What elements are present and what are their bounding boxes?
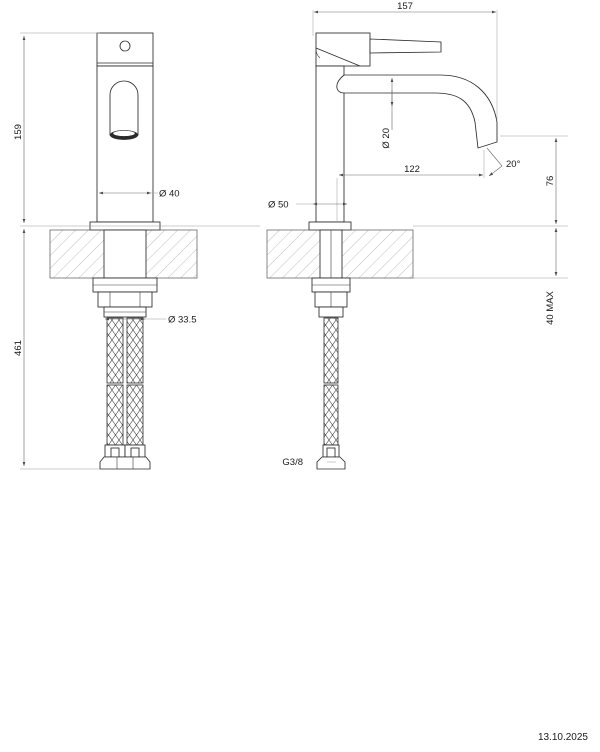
side-view-handle — [315, 32, 442, 67]
side-view-hose — [316, 317, 346, 470]
side-view-group: 157 Ø 20 122 20° — [266, 1, 568, 470]
dim-label-d20: Ø 20 — [381, 128, 392, 149]
dim-label-461: 461 — [13, 340, 24, 356]
dim-label-159: 159 — [13, 124, 24, 140]
dim-20deg: 20° — [486, 147, 521, 177]
dim-157: 157 — [312, 1, 498, 120]
side-view-countertop — [266, 229, 414, 279]
front-view-cap — [96, 32, 154, 67]
date-stamp: 13.10.2025 — [538, 732, 588, 743]
dim-122: 122 — [336, 150, 485, 222]
front-view-mounting-hardware — [92, 277, 158, 318]
dim-label-20deg: 20° — [506, 159, 521, 170]
dim-76: 76 — [413, 135, 568, 227]
dim-d20: Ø 20 — [381, 78, 394, 149]
front-view-group: 159 461 Ø 40 Ø 33.5 — [13, 32, 260, 470]
front-view-hoses — [99, 317, 151, 470]
dim-461: 461 — [13, 229, 100, 470]
dim-label-d40: Ø 40 — [159, 189, 180, 200]
dim-d33-5: Ø 33.5 — [105, 315, 197, 326]
side-view-spout — [336, 74, 498, 149]
dim-d50: Ø 50 — [268, 200, 347, 211]
dim-label-d33-5: Ø 33.5 — [168, 315, 197, 326]
dim-label-122: 122 — [404, 164, 420, 175]
dim-label-157: 157 — [397, 1, 413, 12]
dim-label-g38: G3/8 — [282, 457, 303, 468]
front-view-body — [96, 65, 154, 223]
dim-label-d50: Ø 50 — [268, 200, 289, 211]
dim-d40: Ø 40 — [99, 189, 180, 200]
dim-label-40max: 40 MAX — [545, 290, 556, 324]
side-view-mounting-hardware — [311, 277, 351, 318]
front-view-countertop — [49, 229, 198, 279]
side-view-flange — [308, 221, 352, 231]
dim-thread-g38: G3/8 — [282, 457, 336, 468]
dim-40max: 40 MAX — [413, 228, 568, 325]
dim-159: 159 — [13, 32, 100, 223]
dim-label-76: 76 — [545, 176, 556, 187]
